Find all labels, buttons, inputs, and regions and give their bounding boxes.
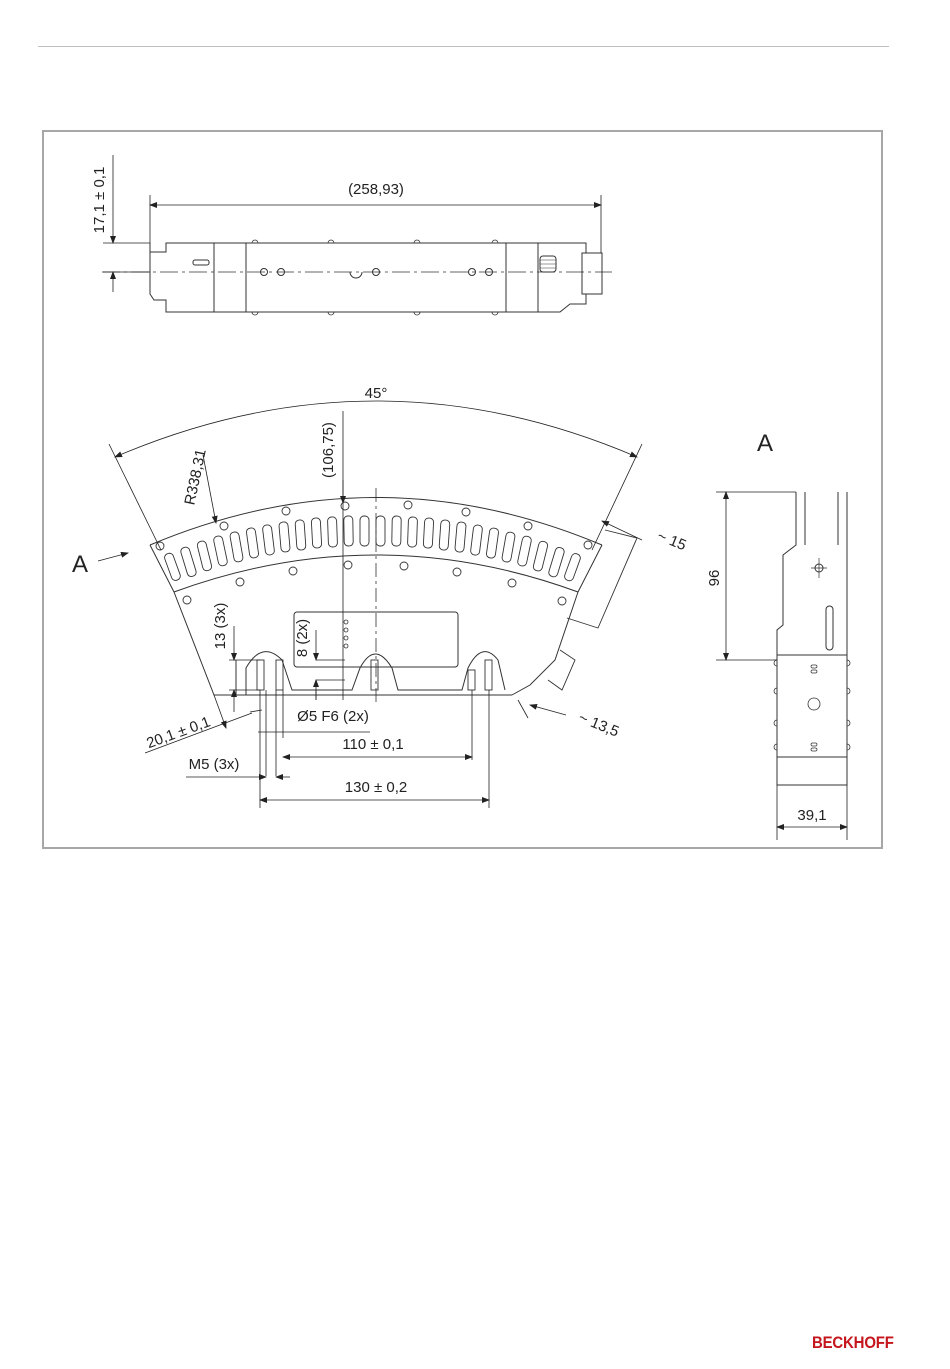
top-view-dimensions bbox=[103, 155, 601, 292]
pitch-130-label: 130 ± 0,2 bbox=[345, 779, 407, 796]
depth-2x-label: 8 (2x) bbox=[294, 619, 311, 657]
top-view bbox=[102, 240, 612, 315]
arc-segment bbox=[150, 488, 637, 705]
thread-label: M5 (3x) bbox=[189, 756, 240, 773]
side-height-label: 96 bbox=[706, 570, 723, 587]
edge-offset-label: 20,1 ± 0,1 bbox=[144, 713, 212, 752]
bore-label: Ø5 F6 (2x) bbox=[297, 708, 369, 725]
side-offset-right-label: ~ 15 bbox=[655, 527, 689, 554]
radius-label: R338,31 bbox=[181, 448, 209, 507]
side-view-label: A bbox=[757, 430, 773, 457]
view-arrow-label: A bbox=[72, 551, 88, 578]
side-view-dimensions bbox=[716, 492, 847, 840]
overall-length-label: (258,93) bbox=[348, 181, 404, 198]
pitch-110-label: 110 ± 0,1 bbox=[342, 736, 403, 753]
side-offset-bottom-label: ~ 13,5 bbox=[576, 709, 621, 741]
height-offset-label: 17,1 ± 0,1 bbox=[91, 167, 108, 234]
side-width-label: 39,1 bbox=[797, 807, 826, 824]
beckhoff-logo: BECKHOFF bbox=[812, 1333, 894, 1353]
depth-3x-label: 13 (3x) bbox=[212, 603, 229, 650]
angle-label: 45° bbox=[365, 385, 388, 402]
side-view bbox=[774, 492, 850, 785]
center-distance-label: (106,75) bbox=[320, 422, 337, 478]
